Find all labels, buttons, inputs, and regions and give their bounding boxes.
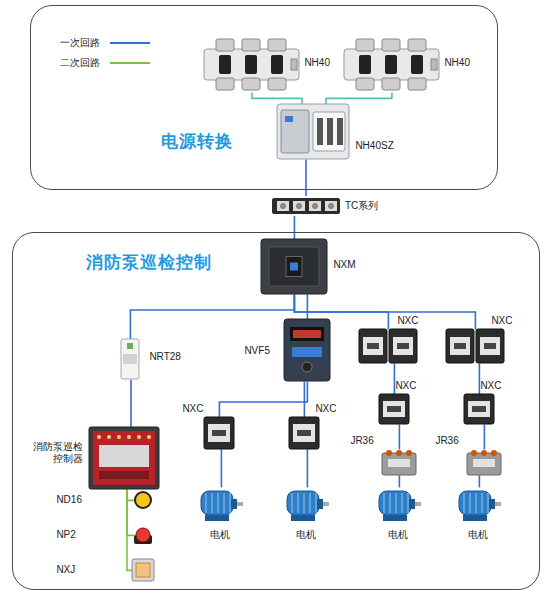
surge-protector-icon [121, 339, 139, 379]
part-label: NXC [491, 315, 512, 327]
part-label: 消防泵巡检控制器 [31, 441, 83, 465]
part-label: NXC [182, 403, 203, 415]
thermal-relay-icon [467, 449, 501, 475]
contactor-pair-icon [446, 329, 504, 363]
isolator-switch: NH40 [344, 37, 439, 92]
part-label: TC系列 [345, 200, 378, 212]
part-label: 电机 [388, 529, 408, 541]
wire [221, 449, 223, 487]
section-title: 电源转换 [161, 130, 233, 153]
terminal-block: TC系列 [272, 196, 340, 216]
part-label: 电机 [296, 529, 316, 541]
wire [127, 489, 132, 570]
intermediate-relay: NXJ [132, 559, 154, 581]
intermediate-relay-icon [132, 559, 154, 581]
electric-motor: 电机 [377, 487, 421, 523]
thermal-relay: JR36 [382, 449, 416, 475]
transfer-switch-icon [277, 104, 349, 159]
terminal-block-icon [272, 196, 340, 216]
contactor-icon [464, 394, 494, 424]
surge-protector: NRT28 [121, 339, 139, 379]
wire [479, 475, 481, 487]
part-label: NXC [397, 315, 418, 327]
wire [399, 475, 401, 487]
contactor: NXC [289, 417, 319, 449]
part-label: JR36 [350, 435, 373, 447]
legend-line [110, 40, 152, 46]
wire [394, 363, 396, 394]
frequency-inverter: NVF5 [284, 319, 330, 381]
wire [307, 449, 309, 487]
part-label: NXC [395, 380, 416, 392]
electric-motor-icon [377, 487, 421, 523]
wire [127, 489, 134, 500]
electric-motor-icon [285, 487, 329, 523]
wire [304, 381, 306, 417]
contactor-icon [379, 394, 409, 424]
isolator-switch-icon [204, 37, 299, 92]
wire [484, 424, 486, 449]
part-label: NRT28 [149, 351, 181, 363]
part-label: NXC [480, 380, 501, 392]
electric-motor-icon [199, 487, 243, 523]
isolator-switch-icon [344, 37, 439, 92]
transfer-switch: NH40SZ [277, 104, 349, 159]
part-label: 电机 [468, 529, 488, 541]
electric-motor: 电机 [285, 487, 329, 523]
push-button: NP2 [134, 526, 152, 544]
legend-text: 二次回路 [60, 56, 100, 70]
push-button-icon [134, 526, 152, 544]
part-label: 电机 [210, 529, 230, 541]
electric-motor: 电机 [457, 487, 501, 523]
wire [305, 159, 307, 196]
part-label: JR36 [435, 435, 458, 447]
part-label: NP2 [56, 529, 75, 541]
part-label: NH40 [304, 57, 330, 69]
pump-controller-icon [89, 427, 159, 489]
thermal-relay-icon [382, 449, 416, 475]
part-label: NXM [333, 259, 355, 271]
electric-motor: 电机 [199, 487, 243, 523]
part-label: NH40SZ [355, 140, 393, 152]
electric-motor-icon [457, 487, 501, 523]
wire [399, 424, 401, 449]
wire [307, 294, 309, 319]
section-title: 消防泵巡检控制 [86, 251, 212, 274]
frequency-inverter-icon [284, 319, 330, 381]
circuit-breaker-icon [261, 239, 327, 294]
part-label: NH40 [444, 57, 470, 69]
indicator-light: ND16 [134, 491, 152, 509]
group-band: 消防泵巡检控制NXMNRT28NVF5NXCNXCNXCNXCJR36JR36N… [12, 232, 540, 590]
contactor-pair-icon [359, 329, 417, 363]
pump-controller: 消防泵巡检控制器 [89, 427, 159, 489]
contactor-icon [289, 417, 319, 449]
wire [479, 363, 481, 394]
circuit-breaker: NXM [261, 239, 327, 294]
indicator-light-icon [134, 491, 152, 509]
part-label: NXJ [56, 564, 75, 576]
wire [130, 379, 132, 427]
contactor-pair: NXC [359, 329, 417, 363]
part-label: ND16 [56, 494, 82, 506]
contactor: NXC [379, 394, 409, 424]
contactor: NXC [464, 394, 494, 424]
wire [326, 92, 392, 104]
wire [219, 381, 307, 417]
wire [127, 489, 134, 535]
part-label: NVF5 [244, 345, 270, 357]
legend-text: 一次回路 [60, 36, 100, 50]
wire [252, 92, 302, 104]
contactor-pair: NXC [446, 329, 504, 363]
thermal-relay: JR36 [467, 449, 501, 475]
wire [294, 216, 296, 239]
legend-line [110, 60, 152, 66]
contactor: NXC [204, 417, 234, 449]
isolator-switch: NH40 [204, 37, 299, 92]
wire [130, 294, 294, 339]
part-label: NXC [315, 403, 336, 415]
group-band: 电源转换 NH40 NH40NH40SZ [30, 5, 498, 190]
contactor-icon [204, 417, 234, 449]
